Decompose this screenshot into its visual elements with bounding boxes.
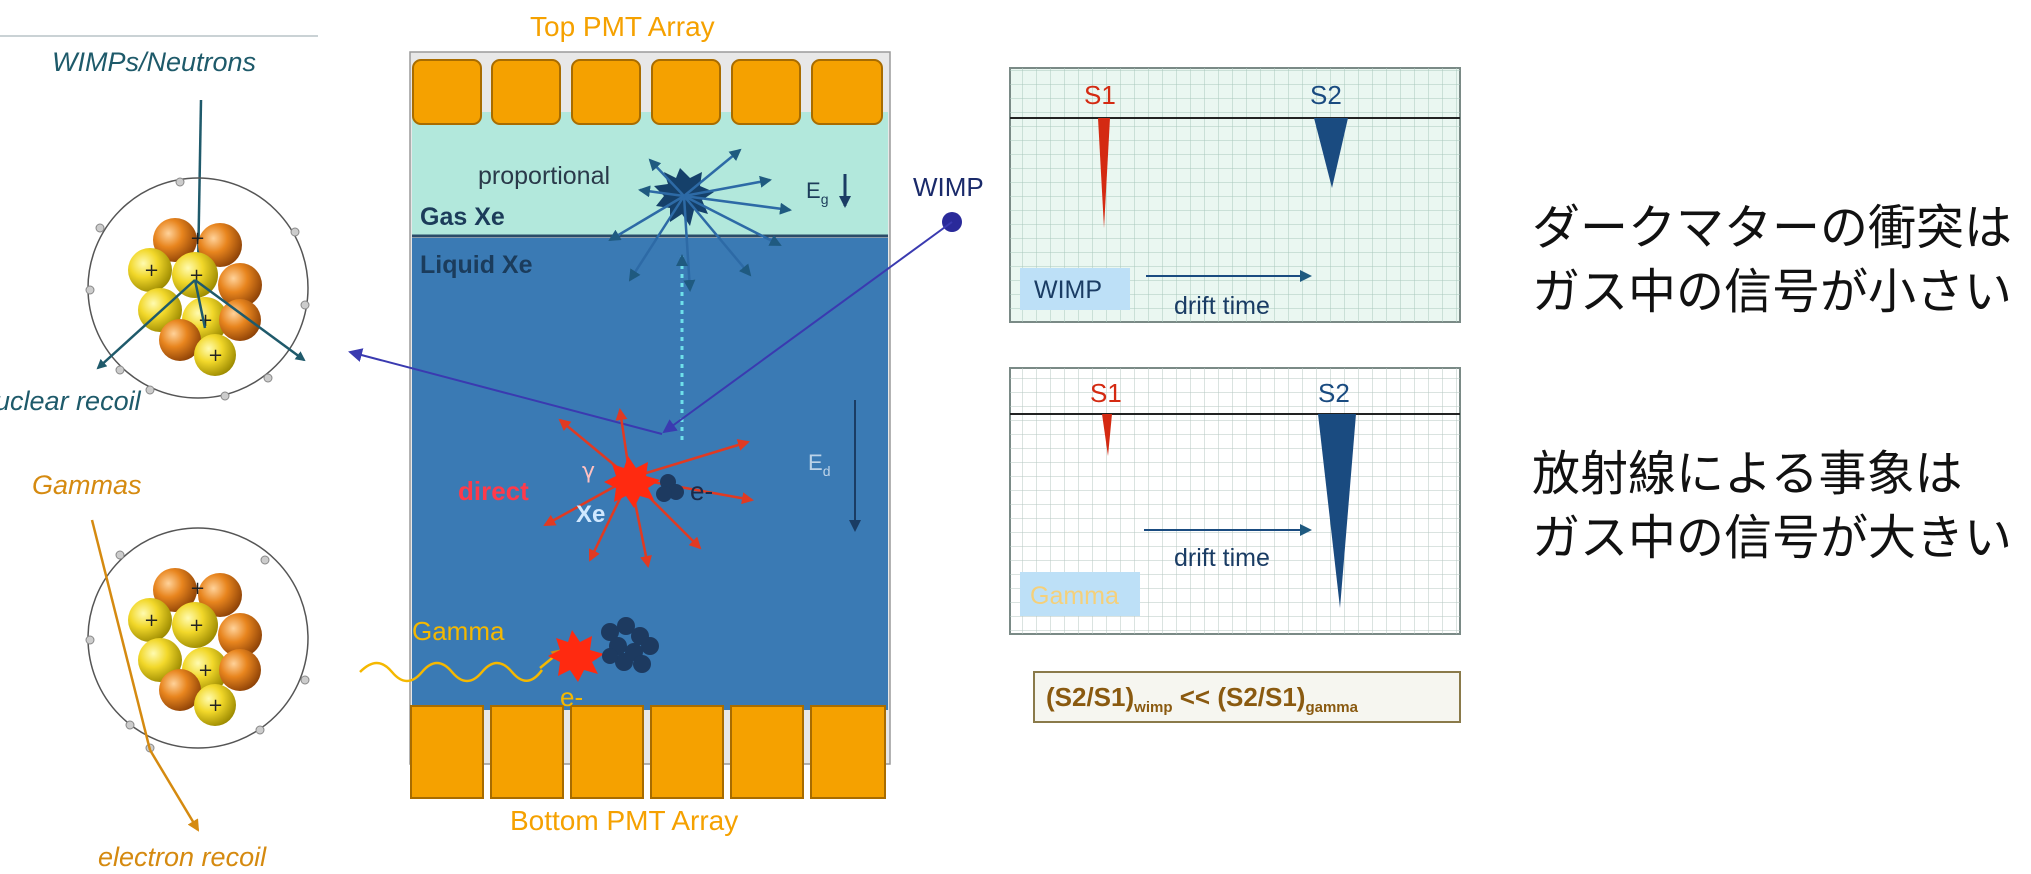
gamma-tag: Gamma: [1030, 582, 1119, 610]
svg-text:+: +: [190, 578, 205, 599]
gamma-note-line2: ガス中の信号が大きい: [1532, 510, 2013, 566]
ratio-box: (S2/S1)wimp << (S2/S1)gamma: [1033, 671, 1461, 723]
gamma-electron-label: e-: [560, 682, 583, 712]
wimp-tag-box: [1020, 268, 1130, 310]
ratio-text: (S2/S1)wimp << (S2/S1)gamma: [1046, 682, 1359, 716]
gamma-drift-label: drift time: [1174, 544, 1270, 572]
wimp-note-line1: ダークマターの衝突は: [1532, 200, 2013, 256]
direct-label: direct: [458, 476, 529, 506]
gamma-s1-label: S1: [1090, 378, 1122, 408]
wimp-s2-peak: [1314, 118, 1348, 188]
svg-text:+: +: [190, 228, 205, 249]
nucleus-atom-gamma: + + + + +: [85, 527, 310, 753]
wimp-track: [348, 212, 962, 435]
svg-text:+: +: [189, 615, 204, 636]
xe-label: Xe: [576, 501, 605, 528]
wimp-s1-peak: [1098, 118, 1110, 228]
left-panel: WIMPs/Neutrons + + +: [0, 35, 318, 872]
svg-text:+: +: [144, 260, 159, 281]
gamma-symbol: γ: [582, 459, 595, 484]
gamma-in-detector-label: Gamma: [412, 616, 505, 646]
ed-label: Ed: [808, 450, 830, 479]
liquid-xe-region: [412, 238, 888, 710]
svg-text:+: +: [208, 695, 223, 716]
liquid-xe-label: Liquid Xe: [420, 251, 533, 279]
gas-xe-label: Gas Xe: [420, 203, 505, 231]
top-pmt-array-label: Top PMT Array: [530, 11, 715, 42]
top-pmt-array: [412, 59, 883, 125]
nucleus-atom-wimp: + + + + +: [85, 177, 310, 401]
electron-recoil-label: electron recoil: [98, 842, 267, 872]
wimp-s1-label: S1: [1084, 80, 1116, 110]
gamma-tag-box: [1020, 572, 1140, 616]
gamma-s2-peak: [1318, 414, 1356, 608]
svg-text:+: +: [208, 345, 223, 366]
wimp-tag: WIMP: [1034, 276, 1102, 304]
wimp-waveform-panel: S1 S2 WIMP drift time: [1009, 67, 1461, 323]
eg-label: Eg: [806, 178, 828, 207]
wimp-s2-label: S2: [1310, 80, 1342, 110]
wimps-neutrons-label: WIMPs/Neutrons: [52, 47, 256, 77]
gamma-event: [359, 617, 659, 683]
svg-text:+: +: [144, 610, 159, 631]
gamma-s1-peak: [1102, 414, 1112, 456]
proportional-label: proportional: [478, 162, 610, 190]
gammas-label: Gammas: [32, 470, 142, 500]
gamma-s2-label: S2: [1318, 378, 1350, 408]
bottom-pmt-array-label: Bottom PMT Array: [510, 805, 738, 836]
direct-scintillation-burst: [543, 408, 754, 568]
gamma-note-line1: 放射線による事象は: [1532, 446, 1963, 502]
wimp-label: WIMP: [913, 172, 984, 202]
gamma-waveform-panel: S1 S2 drift time Gamma: [1009, 367, 1461, 635]
wimp-note-line2: ガス中の信号が小さい: [1532, 264, 2013, 320]
nuclear-recoil-label: nuclear recoil: [0, 386, 142, 416]
bottom-pmt-array: [410, 705, 886, 799]
electron-label: e-: [690, 476, 713, 506]
wimp-drift-label: drift time: [1174, 292, 1270, 320]
proportional-scintillation-burst: [608, 148, 792, 292]
xenon-detector: Top PMT Array Bottom PMT Array proportio…: [348, 11, 984, 836]
svg-text:+: +: [198, 660, 213, 681]
